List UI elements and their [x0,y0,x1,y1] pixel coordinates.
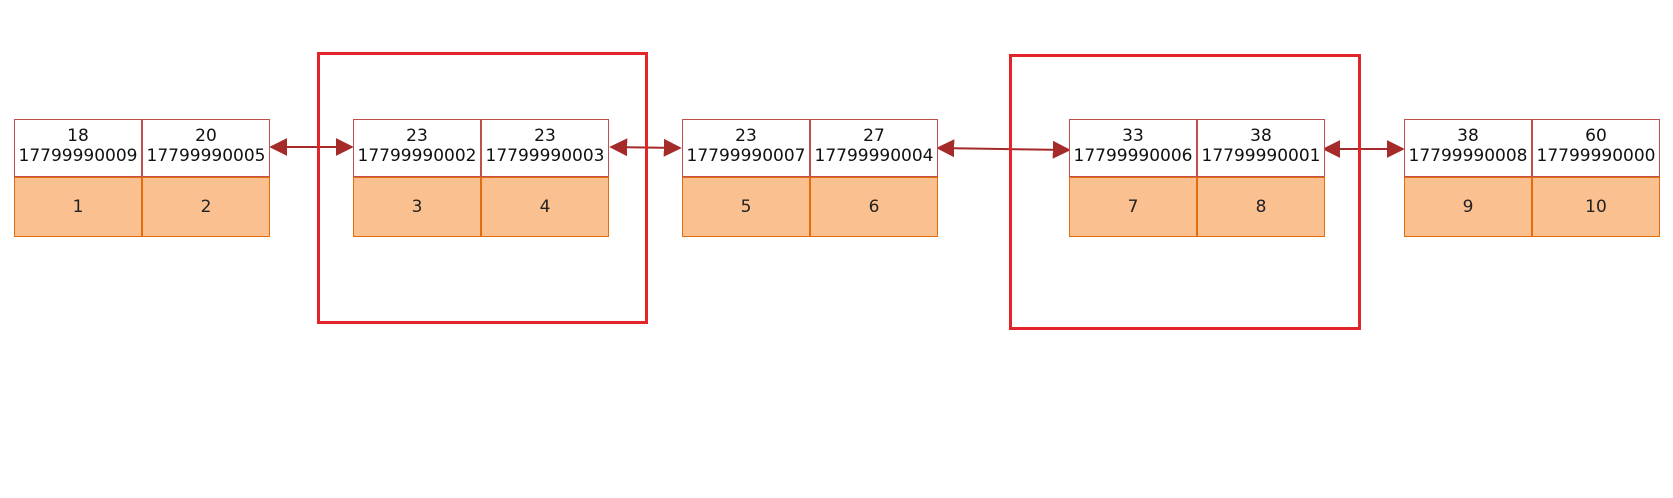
member-label: 17799990000 [1536,146,1656,166]
member-label: 17799990002 [357,146,477,166]
key-cell: 33 17799990006 [1069,119,1197,177]
key-cell: 38 17799990001 [1197,119,1325,177]
list-node: 23 17799990007 27 17799990004 5 6 [682,119,938,237]
value-cell: 9 [1404,177,1532,237]
highlight-box [317,52,648,324]
value-cell: 10 [1532,177,1660,237]
key-cell: 23 17799990002 [353,119,481,177]
member-label: 17799990007 [686,146,806,166]
value-cell: 2 [142,177,270,237]
value-cell: 8 [1197,177,1325,237]
member-label: 17799990004 [814,146,934,166]
score-label: 18 [67,126,89,146]
member-label: 17799990009 [18,146,138,166]
key-cell: 23 17799990007 [682,119,810,177]
score-label: 33 [1122,126,1144,146]
link-arrow [936,139,1071,159]
score-label: 38 [1250,126,1272,146]
value-cell: 1 [14,177,142,237]
member-label: 17799990008 [1408,146,1528,166]
score-label: 38 [1457,126,1479,146]
list-node: 23 17799990002 23 17799990003 3 4 [353,119,609,237]
score-label: 23 [534,126,556,146]
score-label: 23 [406,126,428,146]
key-cell: 23 17799990003 [481,119,609,177]
member-label: 17799990005 [146,146,266,166]
member-label: 17799990001 [1201,146,1321,166]
key-cell: 60 17799990000 [1532,119,1660,177]
value-cell: 5 [682,177,810,237]
member-label: 17799990006 [1073,146,1193,166]
key-cell: 18 17799990009 [14,119,142,177]
value-cell: 4 [481,177,609,237]
value-cell: 3 [353,177,481,237]
list-node: 33 17799990006 38 17799990001 7 8 [1069,119,1325,237]
score-label: 27 [863,126,885,146]
key-cell: 38 17799990008 [1404,119,1532,177]
value-cell: 6 [810,177,938,237]
score-label: 60 [1585,126,1607,146]
key-cell: 20 17799990005 [142,119,270,177]
highlight-box [1009,54,1361,330]
key-cell: 27 17799990004 [810,119,938,177]
list-node: 18 17799990009 20 17799990005 1 2 [14,119,270,237]
value-cell: 7 [1069,177,1197,237]
list-node: 38 17799990008 60 17799990000 9 10 [1404,119,1660,237]
score-label: 23 [735,126,757,146]
member-label: 17799990003 [485,146,605,166]
score-label: 20 [195,126,217,146]
